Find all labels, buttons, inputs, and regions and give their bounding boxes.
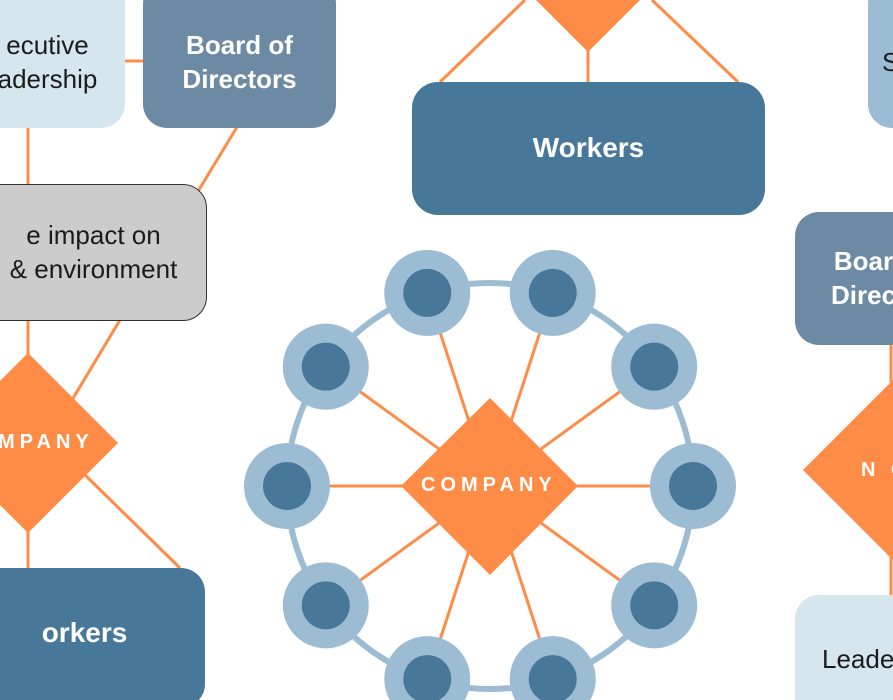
right-top-label: S	[882, 47, 893, 78]
hub-node-core	[528, 655, 577, 700]
right-top-box[interactable]: S	[868, 0, 893, 128]
right-board-label: Boar Direc	[831, 245, 893, 310]
hub-node-core	[403, 268, 452, 317]
hub-node-core	[669, 462, 717, 510]
board-of-directors-label: Board of Directors	[182, 30, 297, 94]
board-of-directors-box[interactable]: Board of Directors	[143, 0, 336, 128]
connector-line	[438, 0, 527, 84]
company-diamond-left	[0, 353, 118, 533]
hub-node[interactable]	[611, 562, 698, 649]
impact-environment-box[interactable]: e impact on & environment	[0, 184, 207, 321]
hub-node[interactable]	[384, 636, 471, 700]
connector-line	[70, 319, 122, 401]
right-leader-label: Leade	[822, 644, 893, 675]
hub-node-core	[301, 581, 350, 630]
hub-node-core	[528, 268, 577, 317]
workers-box-top[interactable]: Workers	[412, 82, 765, 215]
hub-node[interactable]	[650, 443, 736, 529]
workers-label-left: orkers	[41, 616, 128, 648]
hub-node-core	[630, 342, 679, 391]
hub-node-core	[263, 462, 311, 510]
connector-line	[195, 126, 239, 194]
workers-label-top: Workers	[532, 132, 645, 164]
connector-line	[650, 0, 740, 84]
hub-node[interactable]	[509, 249, 596, 336]
hub-node[interactable]	[282, 323, 369, 410]
impact-environment-label: e impact on & environment	[9, 219, 178, 284]
hub-node-core	[630, 581, 679, 630]
company-diamond-center-label: COMPANY	[421, 474, 557, 496]
executive-leadership-box[interactable]: ecutive adership	[0, 0, 125, 128]
company-diamond-center[interactable]	[401, 398, 578, 575]
right-board-box[interactable]: Boar Direc	[795, 212, 893, 345]
hub-node-core	[301, 342, 350, 391]
hub-node[interactable]	[244, 443, 330, 529]
workers-box-left[interactable]: orkers	[0, 568, 205, 700]
company-diamond-top	[536, 0, 640, 52]
hub-node[interactable]	[384, 249, 471, 336]
company-diamond-left-label: MPANY	[0, 431, 94, 453]
right-leader-box[interactable]: Leade	[795, 595, 893, 700]
hub-node[interactable]	[509, 636, 596, 700]
executive-leadership-label: ecutive adership	[0, 30, 98, 94]
company-diamond-right	[803, 380, 893, 560]
hub-node-core	[403, 655, 452, 700]
hub-nodes	[244, 249, 736, 700]
connector-line	[83, 473, 182, 570]
hub-node[interactable]	[282, 562, 369, 649]
hub-node[interactable]	[611, 323, 698, 410]
company-diamond-right-label: N G	[861, 459, 893, 481]
